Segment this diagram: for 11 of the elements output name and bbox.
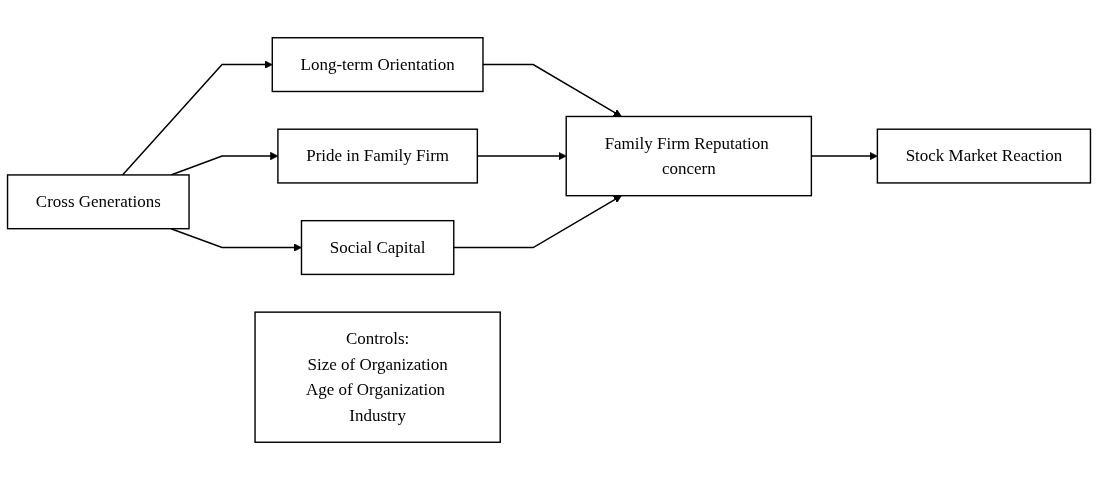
node-box: Long-term Orientation [271,37,484,93]
node-box: Cross Generations [6,174,190,230]
node-box: Family Firm Reputation concern [565,115,813,197]
node-box: Controls: Size of Organization Age of Organization Industry [254,311,501,443]
node-box: Pride in Family Firm [277,128,479,184]
node-box: Social Capital [300,219,455,276]
arrow [170,227,302,252]
arrow [482,63,622,117]
node-box: Stock Market Reaction [876,128,1092,184]
arrow [121,60,273,176]
arrow [453,195,622,249]
